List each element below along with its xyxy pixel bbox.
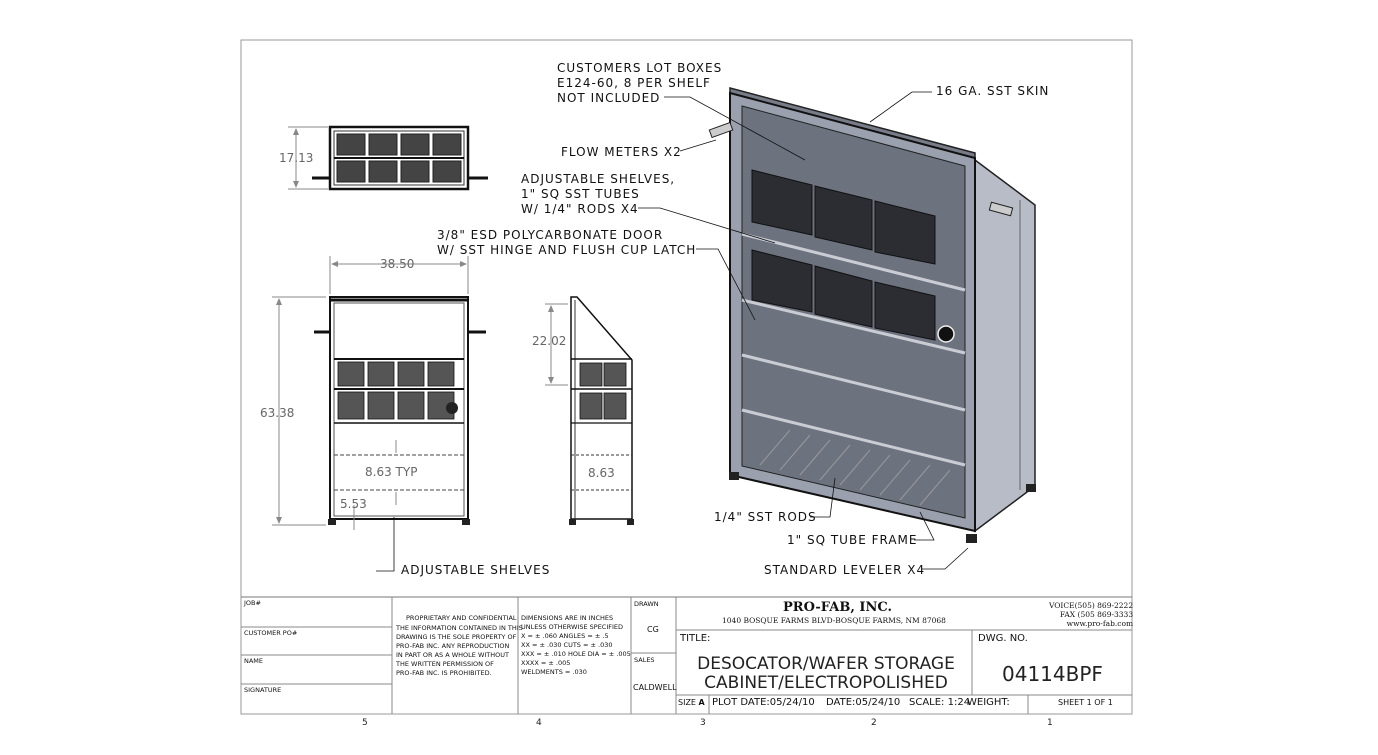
dim-shelf-side: 8.63 [588,466,615,480]
tolerance-line: XXX = ± .010 HOLE DIA = ± .005 [521,650,631,658]
plot-date: PLOT DATE:05/24/10 [712,697,815,708]
company-address: 1040 BOSQUE FARMS BLVD-BOSQUE FARMS, NM … [722,616,946,625]
title-label: TITLE: [680,633,711,644]
sales-value: CALDWELL [633,683,677,692]
proprietary-line: DRAWING IS THE SOLE PROPERTY OF [396,633,517,641]
sheet-number: SHEET 1 OF 1 [1058,698,1113,707]
tolerance-line: DIMENSIONS ARE IN INCHES [521,614,614,622]
callout-line: ADJUSTABLE SHELVES, [521,172,676,186]
dim-shelf-typ: 8.63 TYP [365,465,418,479]
proprietary-line: PRO-FAB INC. ANY REPRODUCTION [396,642,510,650]
voice-phone: VOICE(505) 869-2222 [1049,601,1134,610]
proprietary-line: IN PART OR AS A WHOLE WITHOUT [396,651,509,659]
callout-line: W/ 1/4" RODS X4 [521,202,639,216]
job-label: JOB# [244,599,261,607]
callout-door: 3/8" ESD POLYCARBONATE DOOR W/ SST HINGE… [437,228,696,258]
callout-adjustable-shelves: ADJUSTABLE SHELVES [401,563,551,577]
name-label: NAME [244,657,264,665]
signature-label: SIGNATURE [244,686,282,694]
zone-3: 3 [700,718,706,728]
drawn-value: CG [647,625,659,634]
customer-po-label: CUSTOMER PO# [244,629,298,637]
proprietary-line: PRO-FAB INC. IS PROHIBITED. [396,669,492,677]
zone-1: 1 [1047,718,1053,728]
dim-bottom: 5.53 [340,497,367,511]
callout-lot-boxes: CUSTOMERS LOT BOXES E124-60, 8 PER SHELF… [557,61,722,106]
zone-5: 5 [362,718,368,728]
title-line: DESOCATOR/WAFER STORAGE [697,654,955,674]
proprietary-line: THE WRITTEN PERMISSION OF [396,660,494,668]
scale: SCALE: 1:24 [909,697,971,708]
callout-tube-frame: 1" SQ TUBE FRAME [787,533,918,547]
proprietary-text: THE INFORMATION CONTAINED IN THIS DRAWIN… [396,624,523,678]
company-contact: VOICE(505) 869-2222 FAX (505 869-3333 ww… [1049,601,1133,628]
callout-line: W/ SST HINGE AND FLUSH CUP LATCH [437,243,697,257]
company-name: PRO-FAB, INC. [783,600,892,615]
tolerance-line: XX = ± .030 CUTS = ± .030 [521,641,613,649]
proprietary-line: THE INFORMATION CONTAINED IN THIS [396,624,523,632]
callout-line: NOT INCLUDED [557,91,661,105]
sales-label: SALES [634,656,655,664]
tolerance-line: XXXX = ± .005 [521,659,571,667]
tolerance-line: UNLESS OTHERWISE SPECIFIED [521,623,624,631]
size-label: SIZE A [678,698,705,707]
tolerance-line: X = ± .060 ANGLES = ± .5 [521,632,609,640]
callout-flow-meters: FLOW METERS X2 [561,145,682,159]
drawn-label: DRAWN [634,600,659,608]
tolerances: DIMENSIONS ARE IN INCHES UNLESS OTHERWIS… [521,614,631,677]
callout-line: 3/8" ESD POLYCARBONATE DOOR [437,228,664,242]
callout-shelves: ADJUSTABLE SHELVES, 1" SQ SST TUBES W/ 1… [521,172,675,217]
drawing-title: DESOCATOR/WAFER STORAGE CABINET/ELECTROP… [686,655,966,693]
website: www.pro-fab.com [1066,619,1134,628]
weight-label: WEIGHT: [967,697,1010,708]
date: DATE:05/24/10 [826,697,901,708]
fax-number: FAX (505 869-3333 [1059,610,1134,619]
dim-slope: 22.02 [532,334,567,348]
title-line: CABINET/ELECTROPOLISHED [704,673,948,693]
dim-height: 63.38 [260,406,295,420]
callout-line: E124-60, 8 PER SHELF [557,76,711,90]
size-value: A [698,698,705,707]
callout-skin: 16 GA. SST SKIN [936,84,1050,98]
size-label-text: SIZE [678,698,696,707]
callout-line: CUSTOMERS LOT BOXES [557,61,723,75]
callout-line: 1" SQ SST TUBES [521,187,640,201]
tolerance-line: WELDMENTS = .030 [521,668,587,676]
dim-depth: 17.13 [279,151,314,165]
callout-rods: 1/4" SST RODS [714,510,817,524]
callout-leveler: STANDARD LEVELER X4 [764,563,926,577]
dwg-label: DWG. NO. [978,633,1028,644]
proprietary-title: PROPRIETARY AND CONFIDENTIAL [406,614,517,622]
zone-2: 2 [871,718,877,728]
zone-4: 4 [536,718,542,728]
dim-width: 38.50 [380,257,415,271]
dwg-number: 04114BPF [1002,662,1103,686]
